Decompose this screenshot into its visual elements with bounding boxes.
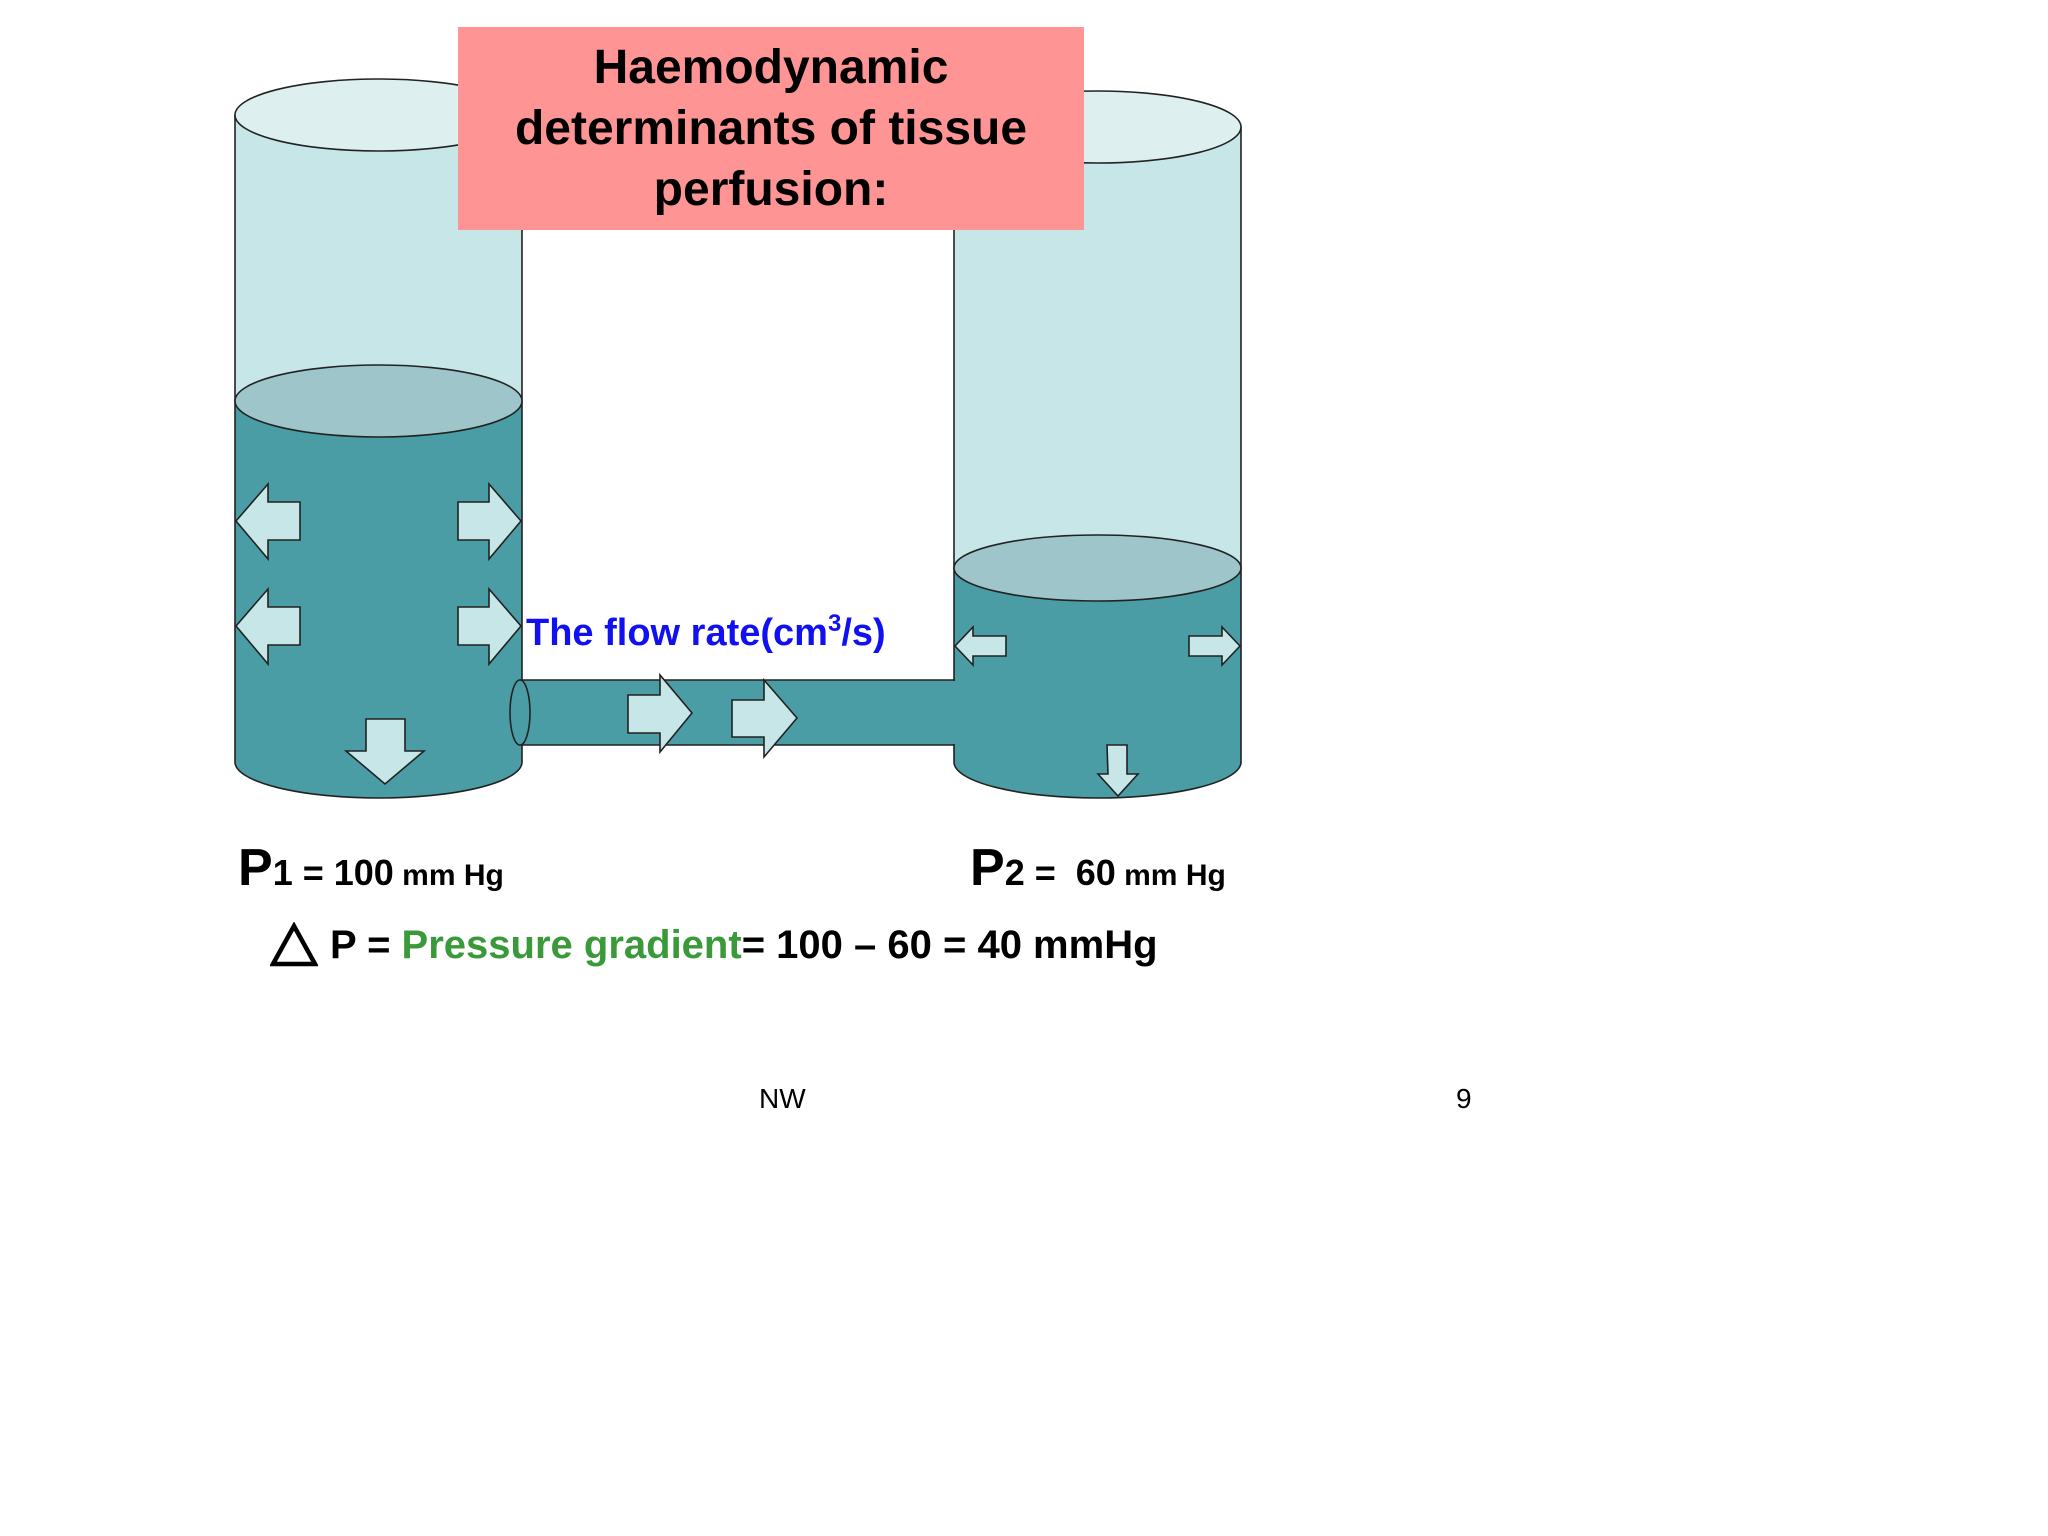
- block-arrow-icon: [343, 718, 427, 786]
- p2-symbol: P: [970, 839, 1005, 897]
- p1-label: P1 = 100 mm Hg: [238, 838, 504, 898]
- block-arrow-icon: [953, 624, 1007, 668]
- slide: .stroke { stroke: #222; stroke-width: 1.…: [234, 27, 1472, 1114]
- gradient-lead: P =: [330, 922, 402, 967]
- p1-value: 100: [333, 852, 394, 893]
- flow-rate-text: The flow rate(cm: [526, 612, 828, 654]
- left-fluid: [234, 400, 523, 799]
- pressure-gradient-term: Pressure gradient: [401, 922, 742, 967]
- flow-rate-unit-suffix: /s): [841, 612, 886, 654]
- p2-unit: mm Hg: [1115, 859, 1226, 892]
- triangle-delta-icon: [270, 922, 318, 967]
- p1-equals: =: [292, 852, 334, 893]
- p2-equals: =: [1024, 852, 1076, 893]
- slide-title: Haemodynamic determinants of tissue perf…: [458, 27, 1084, 230]
- p1-subscript: 1: [272, 852, 293, 893]
- reservoir-diagram: .stroke { stroke: #222; stroke-width: 1.…: [234, 78, 1242, 799]
- block-arrow-icon: [627, 672, 694, 755]
- block-arrow-icon: [1096, 744, 1140, 798]
- footer-author: NW: [759, 1083, 806, 1114]
- block-arrow-icon: [457, 586, 523, 667]
- p1-unit: mm Hg: [393, 859, 504, 892]
- block-arrow-icon: [457, 481, 523, 562]
- p1-symbol: P: [238, 839, 273, 897]
- right-fluid: [953, 567, 1242, 799]
- page-number: 9: [1456, 1083, 1472, 1114]
- block-arrow-icon: [1188, 624, 1242, 668]
- p2-label: P2 = 60 mm Hg: [970, 838, 1226, 898]
- left-reservoir: [234, 78, 523, 799]
- p2-subscript: 2: [1004, 852, 1025, 893]
- gradient-calculation: = 100 – 60 = 40 mmHg: [741, 922, 1158, 967]
- pressure-gradient-equation: P = Pressure gradient= 100 – 60 = 40 mmH…: [270, 922, 1158, 968]
- block-arrow-icon: [234, 481, 301, 562]
- left-fluid-surface: [234, 364, 523, 438]
- right-fluid-surface: [953, 534, 1242, 602]
- flow-rate-superscript: 3: [827, 610, 842, 637]
- right-reservoir: [953, 90, 1242, 799]
- p2-value: 60: [1075, 852, 1116, 893]
- flow-rate-label: The flow rate(cm3/s): [526, 612, 886, 655]
- block-arrow-icon: [234, 586, 301, 667]
- block-arrow-icon: [731, 677, 799, 760]
